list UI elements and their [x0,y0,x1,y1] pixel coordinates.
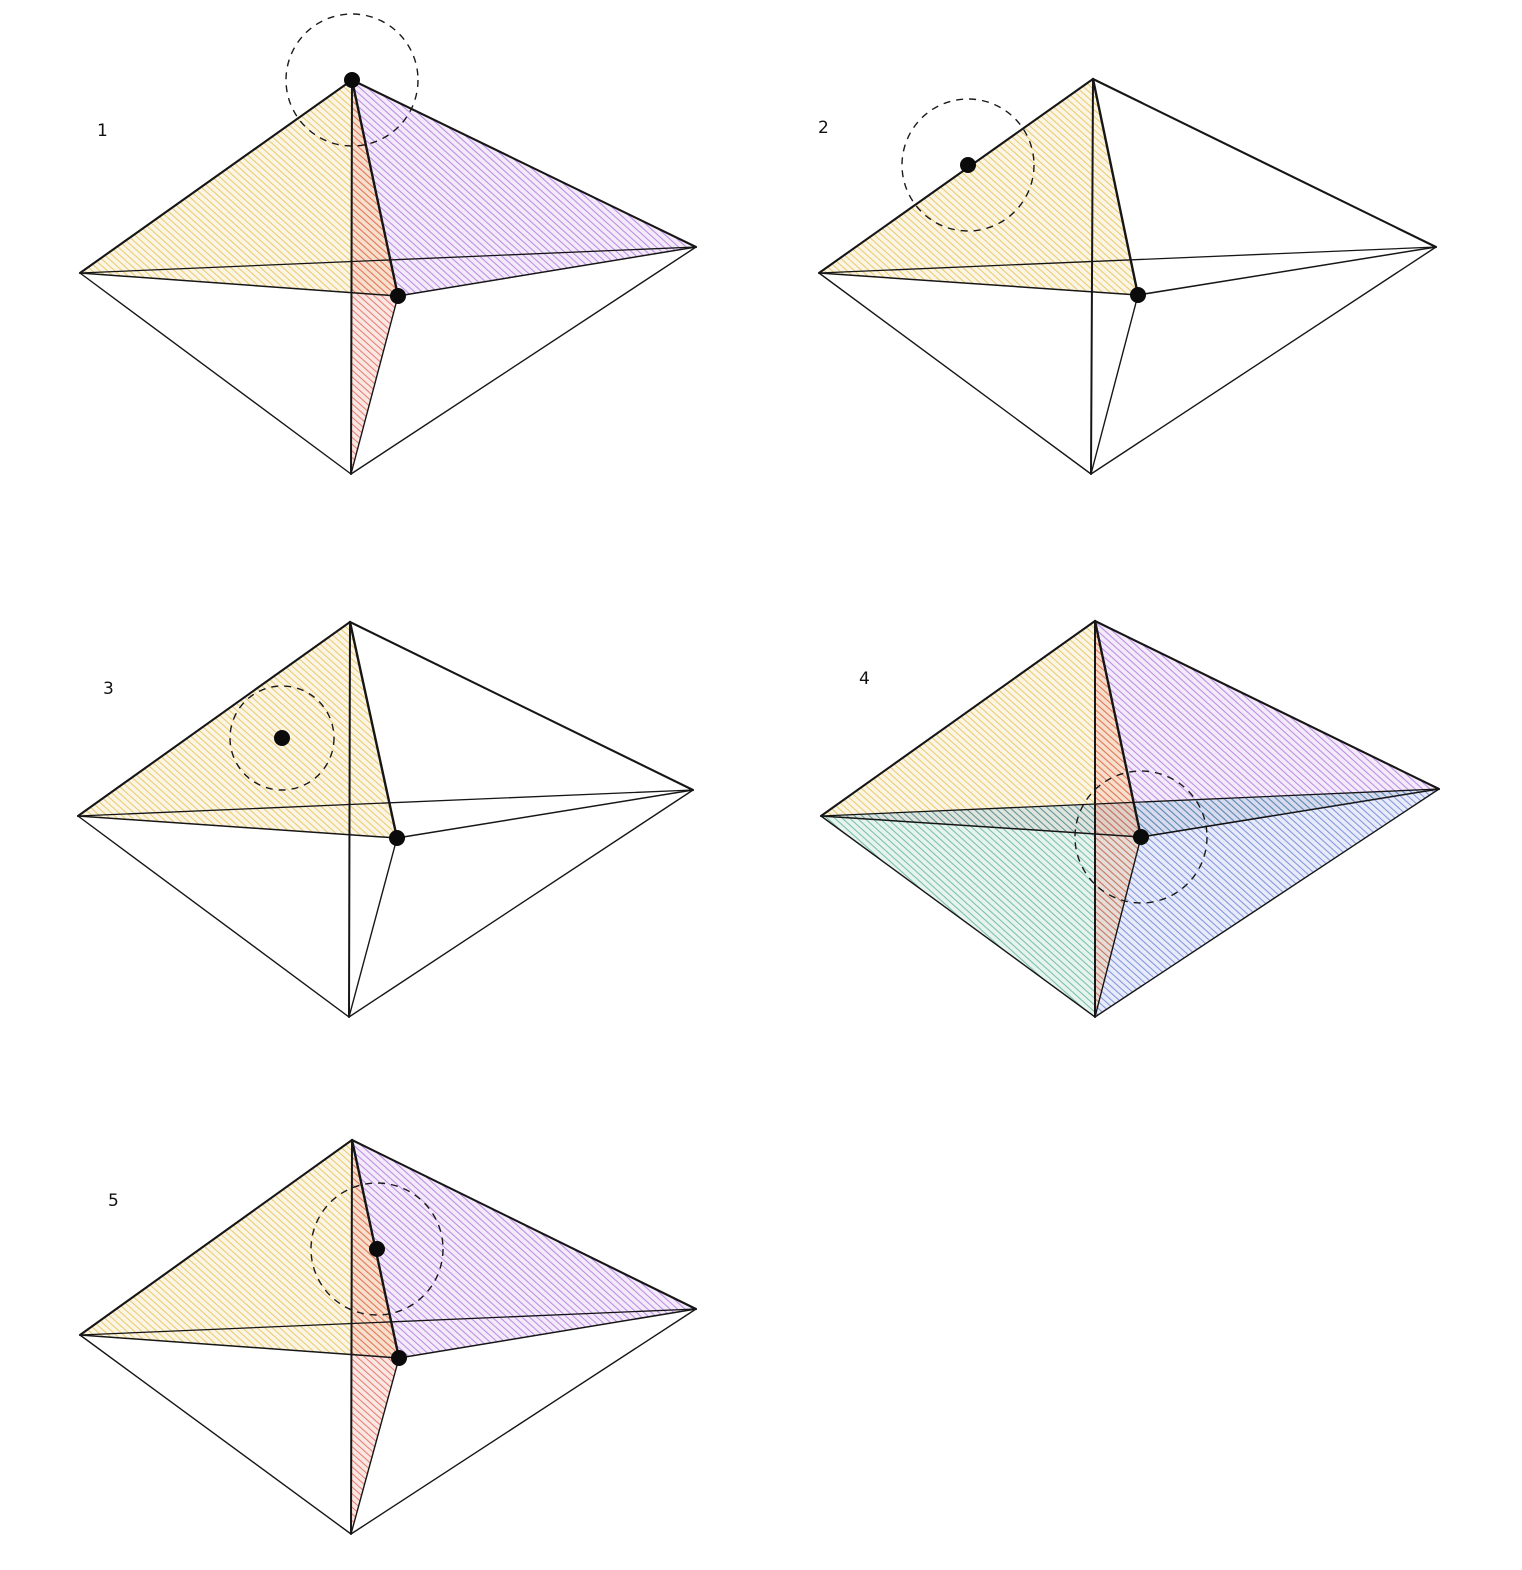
point-inner [1133,829,1149,845]
purple-face [1095,621,1439,837]
yellow-face [819,79,1138,295]
green-face [821,816,1141,1017]
edge-inner-right [396,789,694,839]
edge-right-bottom [1090,246,1437,475]
edge-top-left [817,77,1095,275]
point-top [344,72,360,88]
edge-top-bottom [1090,78,1094,475]
edge-top-right [350,78,698,249]
point-inner [390,288,406,304]
edge-right-bottom [1094,788,1440,1018]
selection-circle [285,13,419,147]
edge-top-inner [1091,77,1140,297]
panel-label: 5 [108,1191,119,1211]
panel-1: 1 [78,13,698,475]
edge-right-bottom [348,789,694,1018]
point-face_point [274,730,290,746]
panel-label: 2 [818,118,829,138]
panel-2: 2 [817,77,1438,475]
point-inner [389,830,405,846]
point-inner [391,1350,407,1366]
panel-4: 4 [819,619,1441,1018]
edge-inner-bottom [1090,294,1139,475]
point-edge_point_inner [369,1241,385,1257]
edge-left-inner [77,815,398,839]
edge-inner-right [1140,788,1440,838]
edge-left-bottom [818,272,1092,475]
edge-left-inner [820,815,1142,838]
edge-top-bottom [350,79,353,475]
edge-top-left [819,619,1097,818]
edge-left-inner [818,272,1139,296]
edge-top-right [1091,77,1438,249]
edge-top-bottom [348,621,351,1018]
edge-left-inner [79,1334,400,1359]
panel-label: 1 [97,121,108,141]
point-inner [1130,287,1146,303]
edge-top-left [78,1138,354,1337]
purple-face [352,80,696,296]
edge-left-inner [79,272,399,297]
yellow-face [821,621,1141,837]
edge-top-inner [348,620,399,840]
edge-top-right [348,620,695,792]
edge-inner-right [398,1308,697,1359]
yellow-face [78,622,397,838]
edge-right-bottom [350,1308,697,1535]
edge-left-right [818,246,1437,274]
red-face [351,1140,399,1534]
edge-top-right [350,1138,698,1311]
edge-left-bottom [820,815,1096,1018]
yellow-face [80,80,398,296]
selection-circle [901,98,1035,232]
edge-left-bottom [77,815,350,1018]
panel-label: 3 [103,679,114,699]
edge-left-bottom [79,272,352,475]
edge-inner-bottom [1094,836,1142,1018]
purple-face [352,1140,696,1358]
edge-top-left [76,620,352,818]
yellow-face [80,1140,399,1358]
edge-left-right [820,788,1440,817]
edge-left-bottom [79,1334,352,1535]
edge-top-inner [1093,619,1143,839]
edge-top-bottom [350,1139,353,1535]
edge-inner-bottom [350,1357,400,1535]
edge-top-right [1093,619,1441,791]
selection-circle [229,685,335,791]
point-edge_point [960,157,976,173]
edge-top-left [78,78,354,275]
edge-inner-bottom [348,837,398,1018]
edge-left-right [77,789,694,817]
edge-inner-right [1137,246,1437,296]
panel-label: 4 [859,669,870,689]
selection-circle [1074,770,1208,904]
panel-3: 3 [76,620,695,1018]
edge-inner-bottom [350,295,399,475]
selection-circle [310,1182,444,1316]
edge-left-right [79,1308,697,1336]
panel-5: 5 [78,1138,698,1535]
edge-inner-right [397,246,697,297]
red-face [1095,621,1141,1017]
edge-left-right [79,246,697,274]
edge-right-bottom [350,246,697,475]
red-face [351,80,398,474]
